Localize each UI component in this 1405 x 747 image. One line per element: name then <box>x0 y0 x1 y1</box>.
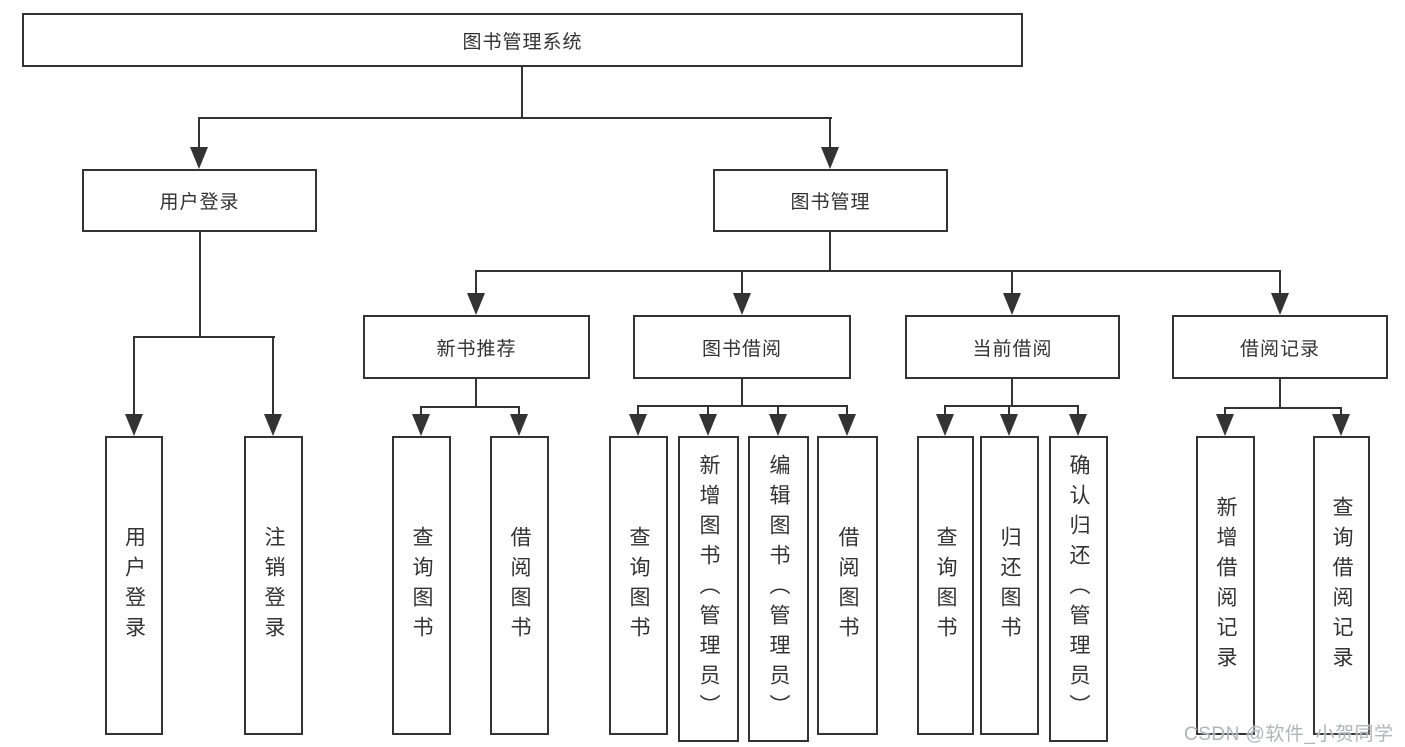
leaf-bb-query-book-label: 查询图书 <box>627 525 650 646</box>
connector-line <box>707 405 709 416</box>
node-book-management: 图书管理 <box>713 169 948 232</box>
connector-line <box>518 406 520 416</box>
connector-line <box>198 117 200 149</box>
connector-line <box>475 270 1281 272</box>
leaf-br-add-record: 新增借阅记录 <box>1196 436 1255 735</box>
connector-line <box>1008 405 1010 416</box>
connector-line <box>1224 407 1342 409</box>
arrow-down-icon <box>838 414 856 436</box>
leaf-bb-edit-book-label: 编辑图书（管理员） <box>767 454 790 724</box>
connector-line <box>846 405 848 416</box>
connector-line <box>420 406 520 408</box>
arrow-down-icon <box>412 414 430 436</box>
connector-line <box>1077 405 1079 416</box>
node-book-borrow: 图书借阅 <box>633 315 851 379</box>
leaf-cb-query-book-label: 查询图书 <box>934 525 957 646</box>
connector-line <box>829 117 831 149</box>
leaf-nr-borrow-book-label: 借阅图书 <box>508 525 531 646</box>
connector-line <box>475 379 477 408</box>
arrow-down-icon <box>1069 414 1087 436</box>
connector-line <box>637 405 639 416</box>
node-book-management-label: 图书管理 <box>790 192 871 213</box>
arrow-down-icon <box>1216 414 1234 436</box>
arrow-down-icon <box>936 414 954 436</box>
arrow-down-icon <box>1271 293 1289 315</box>
connector-line <box>741 270 743 295</box>
leaf-logout: 注销登录 <box>244 436 303 735</box>
node-new-book-recommend: 新书推荐 <box>363 315 590 379</box>
node-book-borrow-label: 图书借阅 <box>701 338 782 360</box>
leaf-br-add-record-label: 新增借阅记录 <box>1214 495 1237 676</box>
arrow-down-icon <box>699 414 717 436</box>
connector-line <box>829 232 831 272</box>
connector-line <box>1340 407 1342 416</box>
leaf-cb-confirm-return: 确认归还（管理员） <box>1049 436 1108 742</box>
arrow-down-icon <box>1332 414 1350 436</box>
node-borrow-record-label: 借阅记录 <box>1239 338 1320 360</box>
leaf-user-login: 用户登录 <box>105 436 163 735</box>
leaf-br-query-record-label: 查询借阅记录 <box>1330 495 1353 676</box>
arrow-down-icon <box>125 414 143 436</box>
connector-line <box>1279 270 1281 295</box>
arrow-down-icon <box>821 147 839 169</box>
connector-line <box>199 232 201 338</box>
node-user-login-label: 用户登录 <box>159 192 240 213</box>
arrow-down-icon <box>264 414 282 436</box>
node-borrow-record: 借阅记录 <box>1172 315 1388 379</box>
connector-line <box>475 270 477 295</box>
leaf-cb-confirm-return-label: 确认归还（管理员） <box>1067 454 1090 724</box>
leaf-bb-add-book-label: 新增图书（管理员） <box>697 454 720 724</box>
connector-line <box>1224 407 1226 416</box>
connector-line <box>637 405 848 407</box>
csdn-watermark: CSDN @软件_小贺同学 <box>1184 724 1394 745</box>
leaf-logout-label: 注销登录 <box>262 525 285 646</box>
leaf-br-query-record: 查询借阅记录 <box>1313 436 1370 735</box>
leaf-nr-borrow-book: 借阅图书 <box>490 436 549 735</box>
node-new-book-recommend-label: 新书推荐 <box>436 338 517 360</box>
connector-line <box>1011 379 1013 407</box>
connector-line <box>1011 270 1013 295</box>
node-root-label: 图书管理系统 <box>462 31 583 53</box>
leaf-cb-return-book-label: 归还图书 <box>998 525 1021 646</box>
leaf-user-login-label: 用户登录 <box>122 525 146 646</box>
connector-line <box>272 336 274 416</box>
connector-line <box>521 67 523 119</box>
leaf-bb-borrow-book-label: 借阅图书 <box>836 525 859 646</box>
connector-line <box>199 117 832 119</box>
connector-line <box>1279 379 1281 409</box>
leaf-nr-query-book-label: 查询图书 <box>410 525 433 646</box>
node-current-borrow: 当前借阅 <box>905 315 1120 379</box>
arrow-down-icon <box>467 293 485 315</box>
node-user-login: 用户登录 <box>82 169 317 232</box>
node-root: 图书管理系统 <box>22 13 1023 67</box>
arrow-down-icon <box>510 414 528 436</box>
arrow-down-icon <box>769 414 787 436</box>
leaf-cb-query-book: 查询图书 <box>917 436 974 735</box>
connector-line <box>741 379 743 407</box>
leaf-bb-borrow-book: 借阅图书 <box>817 436 878 735</box>
leaf-bb-query-book: 查询图书 <box>609 436 668 735</box>
leaf-cb-return-book: 归还图书 <box>980 436 1039 735</box>
arrow-down-icon <box>1003 293 1021 315</box>
connector-line <box>133 336 135 416</box>
connector-line <box>133 336 275 338</box>
node-current-borrow-label: 当前借阅 <box>972 338 1053 360</box>
connector-line <box>420 406 422 416</box>
connector-line <box>944 405 1079 407</box>
leaf-bb-edit-book: 编辑图书（管理员） <box>748 436 809 742</box>
leaf-nr-query-book: 查询图书 <box>392 436 451 735</box>
arrow-down-icon <box>733 293 751 315</box>
connector-line <box>777 405 779 416</box>
arrow-down-icon <box>629 414 647 436</box>
leaf-bb-add-book: 新增图书（管理员） <box>678 436 739 742</box>
arrow-down-icon <box>1000 414 1018 436</box>
connector-line <box>944 405 946 416</box>
arrow-down-icon <box>190 147 208 169</box>
